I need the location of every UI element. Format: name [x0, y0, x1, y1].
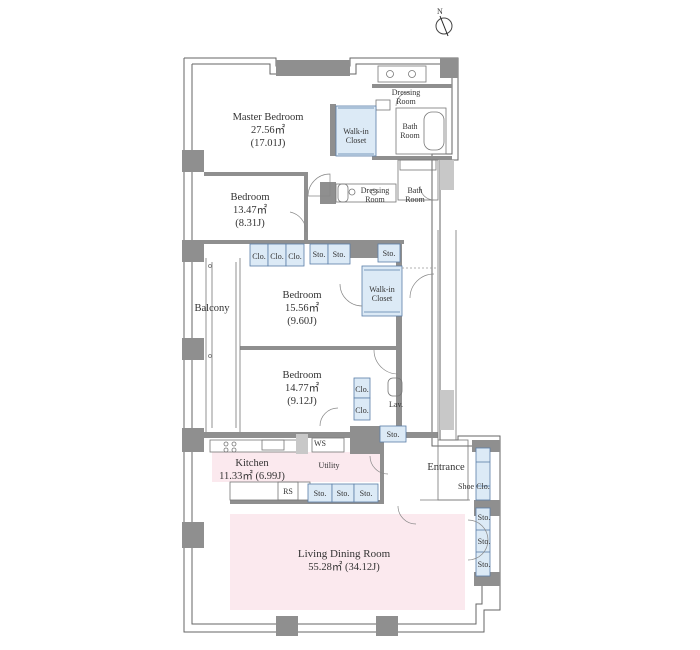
living-area: 55.28㎡ (34.12J) [308, 561, 380, 573]
bedroom3-area: 14.77㎡ [285, 382, 320, 394]
clo-2: Clo. [270, 252, 284, 261]
sto-8: Sto. [478, 513, 491, 522]
closet-row [249, 243, 401, 267]
bath-mid-1: Bath [407, 186, 422, 195]
dressing-mid-2: Room [365, 195, 385, 204]
lav-label: Lav. [389, 400, 403, 409]
living-highlight [230, 514, 465, 610]
room-labels: Master Bedroom 27.56㎡ (17.01J) Bedroom 1… [195, 88, 491, 573]
clo-1: Clo. [252, 252, 266, 261]
bedroom1-area: 13.47㎡ [233, 204, 268, 216]
sto-10: Sto. [478, 560, 491, 569]
clo-3: Clo. [288, 252, 302, 261]
sto-9: Sto. [478, 537, 491, 546]
walkin-mid-1: Walk-in [369, 285, 395, 294]
entrance-label: Entrance [427, 462, 465, 473]
bedroom2-jo: (9.60J) [287, 316, 317, 327]
compass-label: N [437, 7, 443, 16]
shoe-label: Shoe [458, 482, 474, 491]
doors [289, 91, 489, 561]
kitchen-highlight [212, 452, 382, 482]
balcony-label: Balcony [195, 303, 231, 314]
sto-row-utility [307, 483, 379, 503]
utility-label: Utility [319, 461, 340, 470]
walkin-closet-top [335, 105, 377, 157]
walkin-top-2: Closet [346, 136, 367, 145]
shoe-closets [475, 447, 491, 577]
walkin-mid-2: Closet [372, 294, 393, 303]
bedroom3-jo: (9.12J) [287, 396, 317, 407]
dressing-mid-1: Dressing [361, 186, 389, 195]
sto-6: Sto. [337, 489, 350, 498]
bedroom2-name: Bedroom [282, 290, 321, 301]
bedroom2-area: 15.56㎡ [285, 302, 320, 314]
ws-label: WS [314, 439, 326, 448]
master-bedroom-name: Master Bedroom [233, 112, 304, 123]
kitchen-fixtures [209, 434, 345, 501]
shoe-clo-label: Clo. [476, 482, 490, 491]
bath-top-1: Bath [402, 122, 417, 131]
sto-5: Sto. [314, 489, 327, 498]
dressing-top-1: Dressing [392, 88, 420, 97]
bedroom1-name: Bedroom [230, 192, 269, 203]
kitchen-name: Kitchen [235, 458, 269, 469]
bath-top-2: Room [400, 131, 420, 140]
bedroom3-name: Bedroom [282, 370, 321, 381]
dressing-top-2: Room [396, 97, 416, 106]
sto-4: Sto. [387, 430, 400, 439]
compass: N [435, 7, 453, 37]
bedroom1-jo: (8.31J) [235, 218, 265, 229]
master-bath-fixtures [335, 65, 447, 203]
sto-7: Sto. [360, 489, 373, 498]
clo-5: Clo. [355, 406, 369, 415]
walkin-top-1: Walk-in [343, 127, 369, 136]
kitchen-area: 11.33㎡ (6.99J) [219, 470, 285, 482]
sto-2: Sto. [333, 250, 346, 259]
living-name: Living Dining Room [298, 548, 391, 560]
master-bedroom-area: 27.56㎡ [251, 124, 286, 136]
sto-3: Sto. [383, 249, 396, 258]
bath-mid-2: Room [405, 195, 425, 204]
walkin-closet-mid [361, 265, 403, 317]
sto-1: Sto. [313, 250, 326, 259]
master-bedroom-jo: (17.01J) [251, 138, 286, 149]
clo-4: Clo. [355, 385, 369, 394]
rs-label: RS [283, 487, 293, 496]
